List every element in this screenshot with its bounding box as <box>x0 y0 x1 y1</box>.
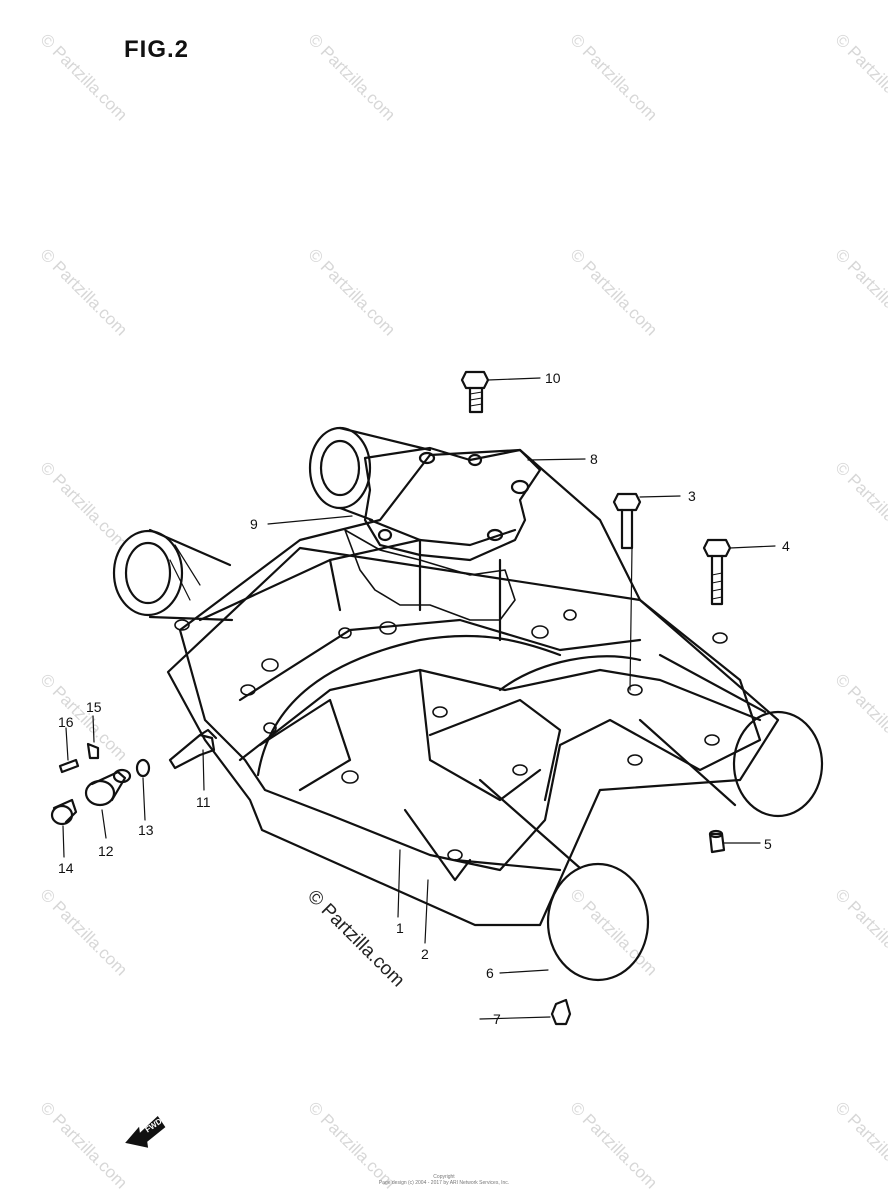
callout-14: 14 <box>58 860 74 876</box>
clip-15 <box>86 742 100 760</box>
callout-6: 6 <box>486 965 494 981</box>
callout-12: 12 <box>98 843 114 859</box>
plug-14 <box>50 798 78 826</box>
callout-1: 1 <box>396 920 404 936</box>
bolt-7 <box>550 998 572 1026</box>
cover-gasket <box>344 529 516 621</box>
footer-line1: Copyright <box>433 1174 455 1180</box>
front-cap-lower <box>546 862 650 982</box>
gasket-outline <box>166 546 780 927</box>
footer-line2: Page design (c) 2004 - 2017 by ARI Netwo… <box>378 1180 510 1186</box>
bolt-3 <box>612 492 642 550</box>
callout-11: 11 <box>196 794 211 810</box>
figure-title: FIG.2 <box>124 36 190 63</box>
callout-10: 10 <box>545 370 561 386</box>
right-cap-upper <box>732 710 824 818</box>
sensor-11 <box>168 728 218 770</box>
callout-9: 9 <box>250 516 258 532</box>
fwd-arrow-icon: FWD <box>125 1116 166 1148</box>
plug-12 <box>84 768 132 807</box>
bolt-4 <box>702 538 732 606</box>
callout-7: 7 <box>493 1011 501 1027</box>
breather-cover <box>363 446 542 562</box>
callout-4: 4 <box>782 538 790 554</box>
screw-16 <box>58 758 80 774</box>
dowel-5 <box>708 829 726 854</box>
callout-16: 16 <box>58 714 74 730</box>
callout-3: 3 <box>688 488 696 504</box>
left-cap-rear <box>112 529 184 617</box>
callout-2: 2 <box>421 946 429 962</box>
washer-13 <box>135 758 151 778</box>
callout-15: 15 <box>86 699 102 715</box>
callout-5: 5 <box>764 836 772 852</box>
bolt-10 <box>460 370 490 414</box>
callout-13: 13 <box>138 822 154 838</box>
housing-body <box>178 448 762 872</box>
callout-8: 8 <box>590 451 598 467</box>
